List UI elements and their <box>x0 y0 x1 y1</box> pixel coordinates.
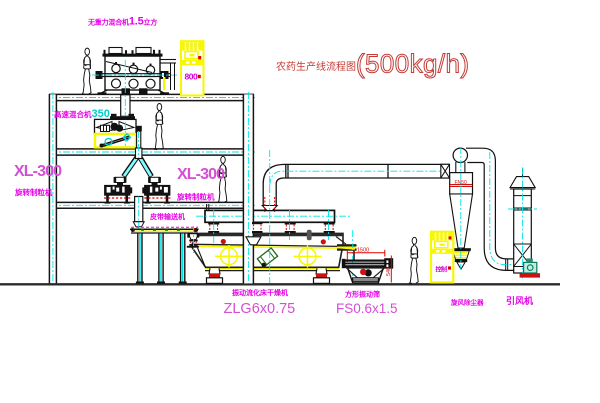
svg-text:1500: 1500 <box>357 248 369 254</box>
svg-text:振动流化床干燥机: 振动流化床干燥机 <box>232 288 288 297</box>
svg-text:XL-300: XL-300 <box>177 166 225 183</box>
svg-text:540: 540 <box>386 267 392 276</box>
svg-text:旋转制粒机: 旋转制粒机 <box>14 187 53 197</box>
svg-text:农药生产线流程图: 农药生产线流程图 <box>276 60 356 73</box>
svg-text:高速混合机350: 高速混合机350 <box>54 108 110 120</box>
svg-text:方形振动筛: 方形振动筛 <box>345 290 380 299</box>
svg-text:XL-300: XL-300 <box>14 163 62 180</box>
svg-text:(500kg/h): (500kg/h) <box>356 49 469 79</box>
svg-text:800: 800 <box>185 72 198 82</box>
svg-text:皮带输送机: 皮带输送机 <box>149 212 185 221</box>
svg-text:引风机: 引风机 <box>506 295 533 306</box>
svg-text:旋风除尘器: 旋风除尘器 <box>450 298 484 307</box>
svg-text:旋转制粒机: 旋转制粒机 <box>176 192 215 202</box>
svg-text:控制: 控制 <box>436 266 448 274</box>
svg-text:FS0.6x1.5: FS0.6x1.5 <box>336 301 398 316</box>
svg-text:ZLG6x0.75: ZLG6x0.75 <box>224 301 296 317</box>
